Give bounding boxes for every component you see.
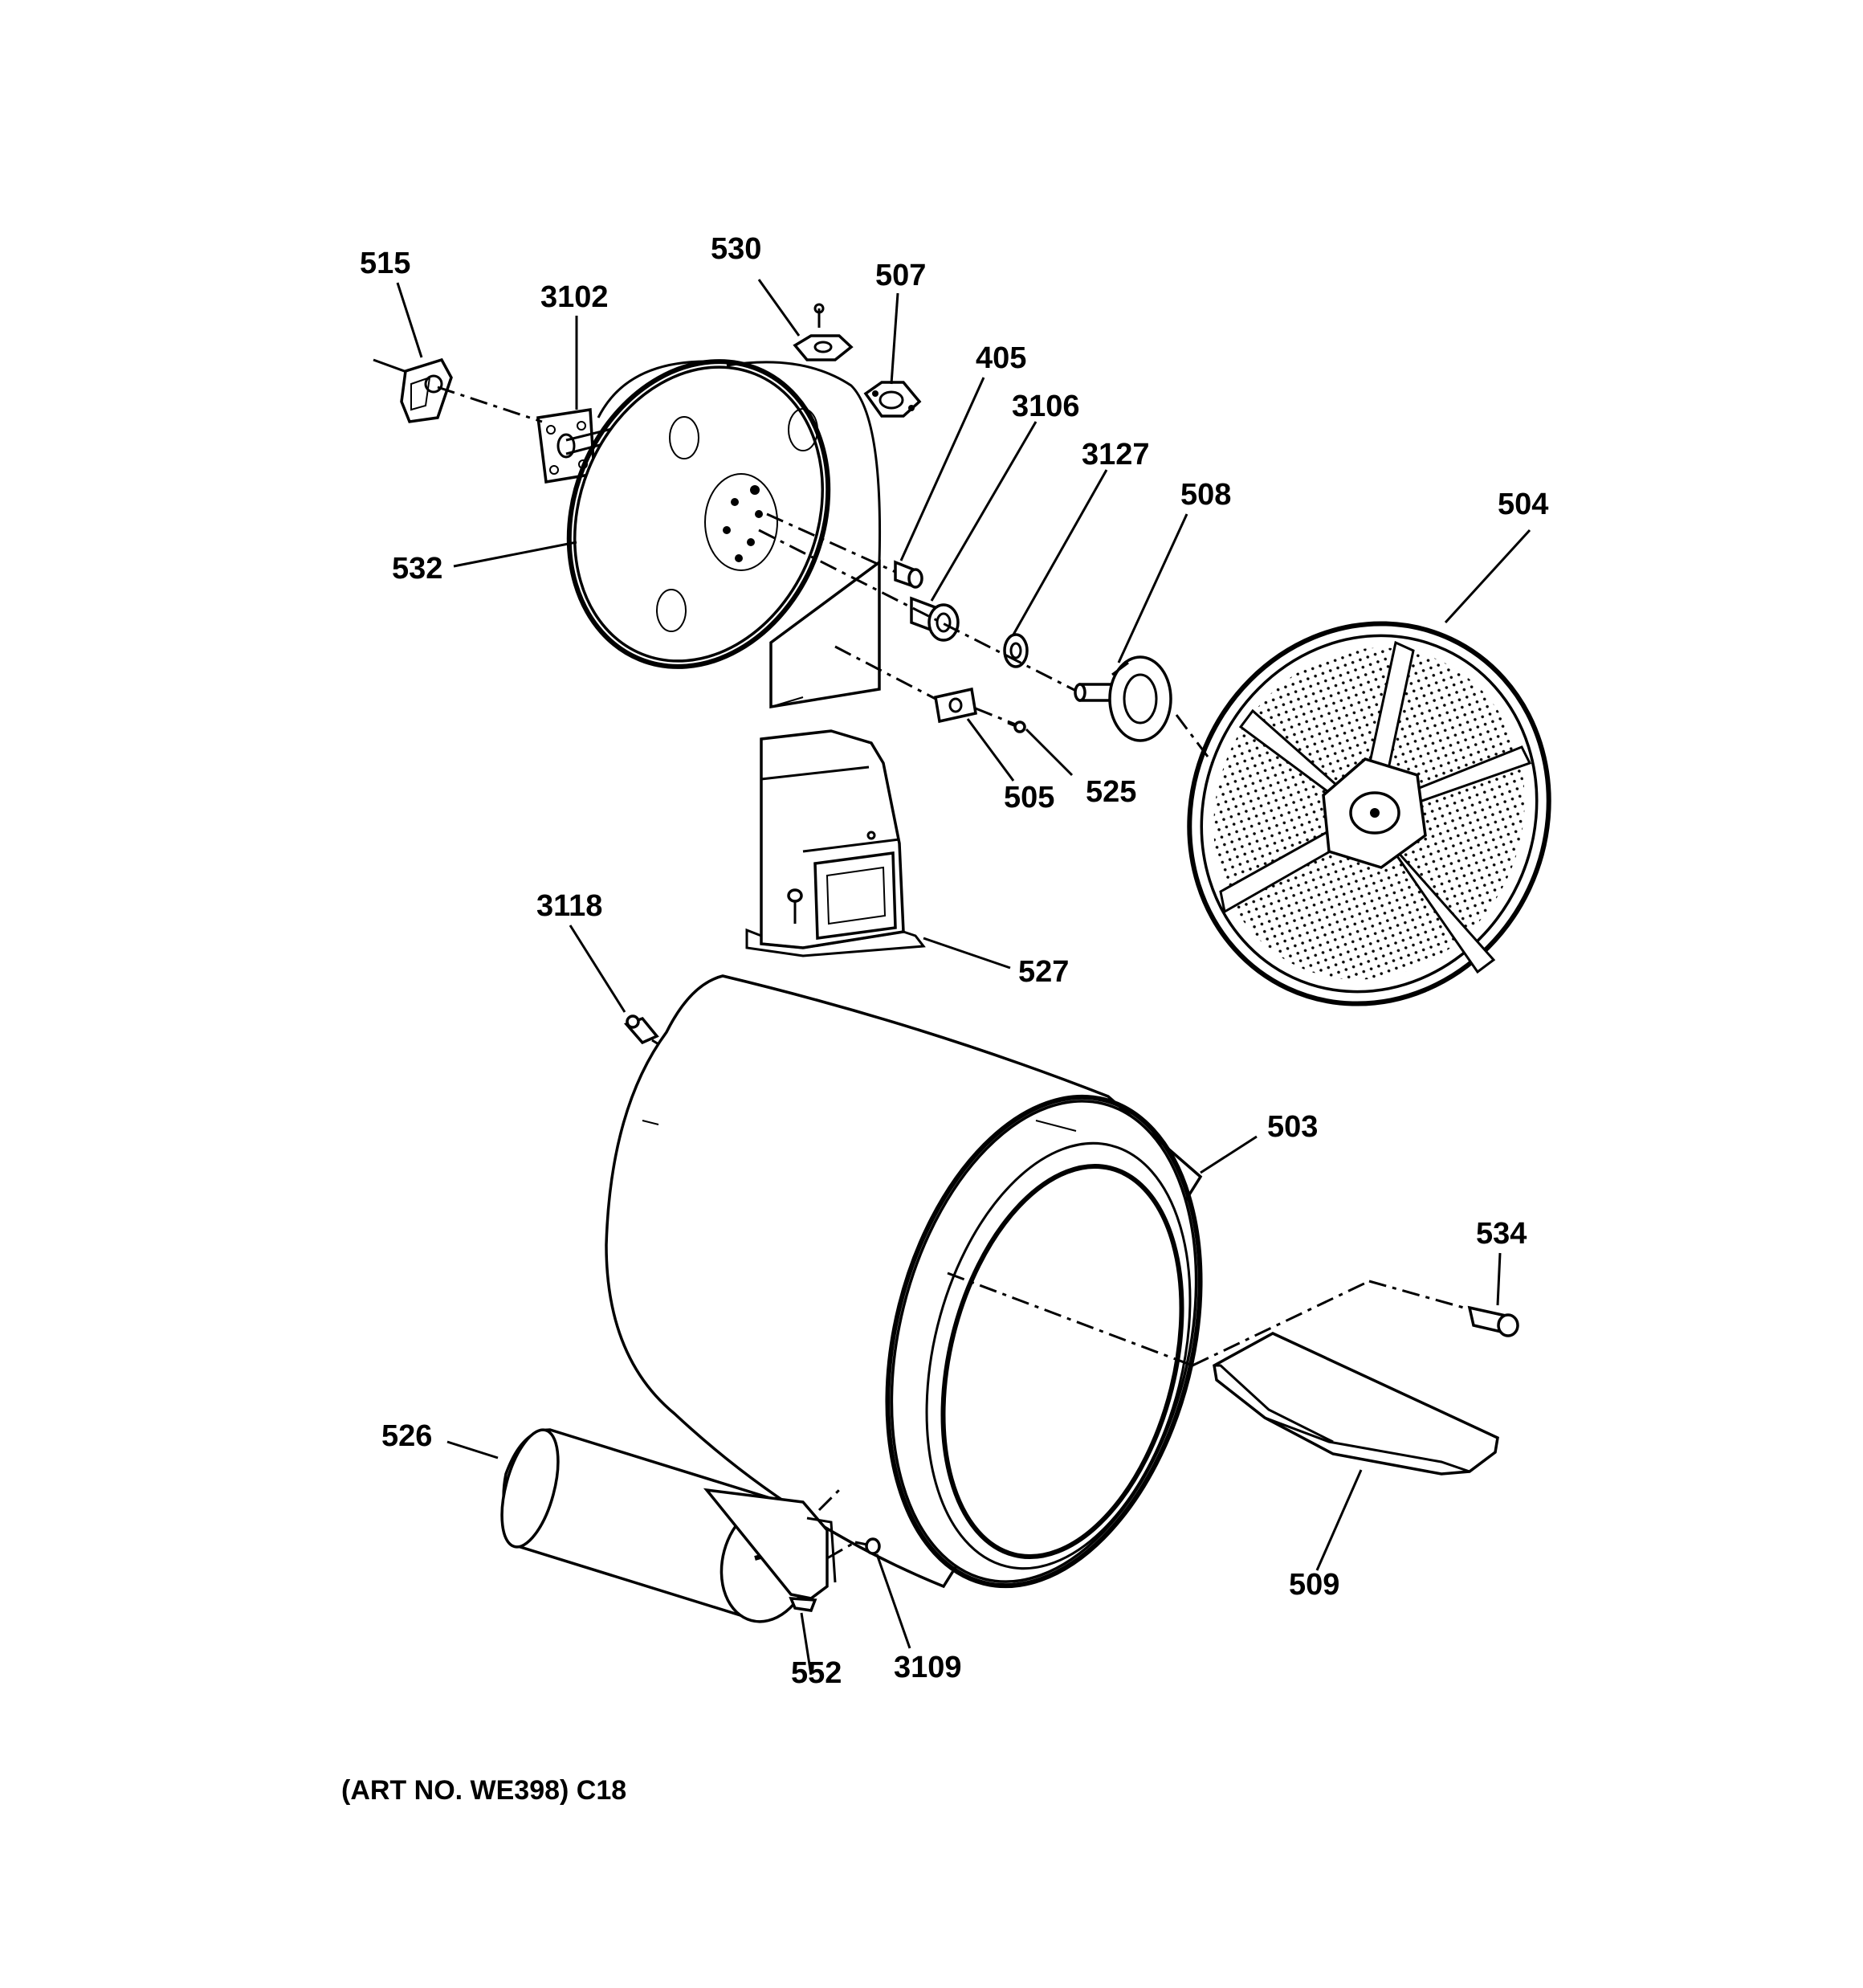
callout-405: 405 [976, 341, 1026, 375]
callout-508: 508 [1180, 478, 1231, 512]
callout-3109: 3109 [894, 1651, 962, 1684]
heater-bracket-552 [703, 1488, 837, 1612]
thermostat-cover-530 [793, 303, 854, 361]
screw-3109 [817, 1484, 881, 1560]
callout-530: 530 [711, 232, 761, 266]
callout-532: 532 [392, 552, 442, 586]
callout-labels: 515 3102 530 507 405 3106 3127 508 504 5… [360, 232, 1548, 1690]
drum-503 [605, 974, 1203, 1589]
thermostat-507 [863, 381, 922, 418]
assembly-lines-upper [437, 386, 1214, 764]
drum-shaft-hardware [894, 560, 1172, 742]
callout-3118: 3118 [536, 889, 602, 923]
callout-507: 507 [875, 259, 926, 292]
callout-515: 515 [360, 247, 410, 280]
art-number-caption: (ART NO. WE398) C18 [341, 1775, 626, 1806]
exhaust-duct-527 [745, 729, 926, 957]
callout-3106: 3106 [1012, 390, 1080, 423]
leader-lines [396, 279, 1531, 1676]
callout-504: 504 [1498, 488, 1548, 521]
callout-505: 505 [1004, 781, 1054, 814]
callout-526: 526 [381, 1419, 432, 1453]
hinge-plate-505 [934, 687, 1026, 733]
callout-534: 534 [1476, 1217, 1527, 1251]
drum-baffle-509 [947, 1272, 1499, 1476]
callout-509: 509 [1289, 1568, 1339, 1602]
callout-527: 527 [1018, 955, 1069, 989]
callout-525: 525 [1086, 775, 1136, 809]
callout-552: 552 [791, 1656, 842, 1690]
drum-rear-panel-504 [1187, 621, 1551, 1006]
bracket-clip-515 [373, 357, 453, 423]
baffle-screw-534 [1368, 1280, 1519, 1337]
callout-3102: 3102 [540, 280, 609, 314]
rear-bulkhead-532 [566, 359, 882, 709]
callout-503: 503 [1267, 1110, 1318, 1144]
callout-3127: 3127 [1082, 438, 1150, 471]
